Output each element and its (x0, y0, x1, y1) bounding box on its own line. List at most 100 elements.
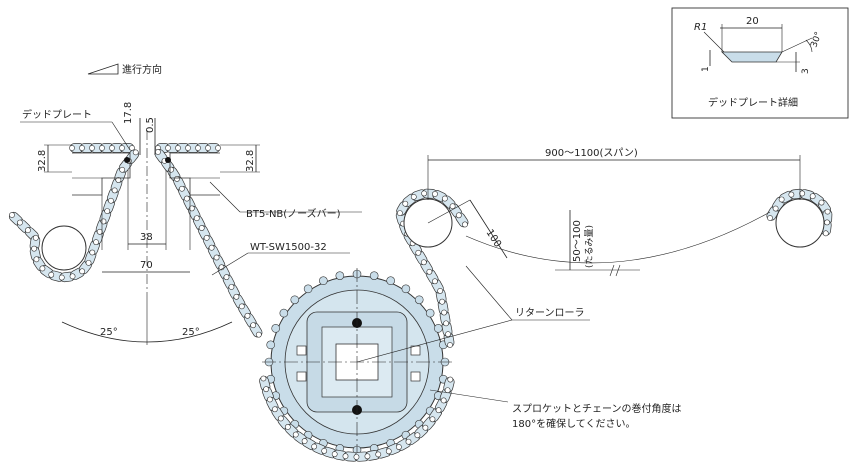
chain-pin (271, 406, 278, 413)
sprocket-tooth (414, 295, 424, 305)
dim-0-5: 0.5 (145, 117, 156, 133)
chain-pin (255, 331, 262, 338)
chain-pin (188, 205, 195, 212)
sprocket-tooth (434, 324, 443, 333)
chain-pin (25, 227, 31, 234)
chain-pin (402, 200, 409, 207)
chain-pin (443, 320, 449, 327)
chain-pin (100, 218, 107, 225)
dim-100: 100 (483, 228, 503, 250)
chain-pin (767, 215, 773, 221)
sprocket-tooth (266, 340, 275, 350)
chain-pin (420, 259, 427, 266)
chain-pin (203, 234, 210, 241)
note-line-2: 180°を確保してください。 (512, 417, 636, 430)
chain-pin (441, 309, 447, 316)
chain-pin (215, 145, 221, 151)
chain-pin (155, 149, 161, 155)
chain-pin (119, 145, 125, 151)
chain-pin (432, 278, 438, 285)
chain-pin (353, 454, 360, 460)
chain-pin (321, 448, 328, 454)
angle-25-left: 25° (100, 327, 118, 338)
sag-sub-label: (たるみ量) (584, 225, 595, 268)
detail-caption: デッドプレート詳細 (708, 96, 798, 109)
chain-pin (195, 145, 201, 151)
chain-pin (342, 453, 349, 460)
chain-pin (772, 205, 779, 212)
chain-pin (250, 322, 257, 329)
chain-pin (788, 191, 795, 198)
nose-bar-frame (72, 152, 220, 250)
chain-pin (799, 190, 806, 197)
chain-pin (96, 228, 103, 235)
chain (8, 143, 833, 462)
dim-70: 70 (140, 260, 153, 271)
dead-plate-detail (671, 7, 849, 119)
dimensions (20, 63, 801, 403)
chain-pin (79, 145, 85, 151)
note-line-1: スプロケットとチェーンの巻付角度は (512, 402, 682, 415)
chain-pin (445, 331, 451, 338)
dim-32-8-left: 32.8 (37, 150, 48, 172)
chain-pin (115, 177, 122, 183)
chain-pin (69, 273, 76, 280)
chain-pin (455, 212, 462, 219)
dim-38: 38 (140, 232, 153, 243)
chain-pin (39, 265, 46, 272)
chain-pin (9, 212, 15, 218)
chain-pin (179, 185, 185, 192)
chain-pin (198, 225, 205, 231)
detail-r1: R1 (694, 22, 707, 33)
return-roller-label: リターンローラ (515, 307, 585, 319)
chain-pin (33, 256, 40, 263)
chain-pin (168, 166, 174, 173)
chain-pin (132, 149, 139, 156)
chain-pin (462, 221, 468, 228)
chain-pin (263, 386, 270, 393)
chain-pin (48, 271, 55, 278)
chain-pin (104, 208, 111, 214)
chain-pin (108, 197, 114, 204)
detail-1: 1 (701, 66, 711, 72)
sprocket-tooth (319, 276, 328, 285)
chain-pin (109, 145, 115, 151)
dim-17-8: 17.8 (123, 102, 134, 124)
chain-pin (441, 195, 448, 202)
chain-pin (244, 312, 251, 319)
sag-label: 50～100 (572, 220, 583, 262)
chain-pin (185, 145, 191, 151)
chain-pin (439, 298, 446, 305)
sprocket-tooth (271, 324, 280, 333)
nose-bar-label: BT5-NB(ノーズバー) (246, 207, 341, 220)
sprocket-tooth (401, 284, 411, 294)
chain-pin (17, 219, 23, 226)
sprocket-label: WT-SW1500-32 (250, 242, 327, 253)
chain-pin (119, 166, 126, 173)
chain-pin (233, 293, 240, 300)
chain-pin (410, 194, 417, 200)
chain-pin (824, 208, 831, 215)
chain-pin (429, 416, 436, 423)
span-label: 900～1100(スパン) (545, 147, 638, 159)
direction-label: 進行方向 (122, 63, 162, 76)
chain-pin (292, 431, 299, 438)
chain-pin (331, 451, 338, 458)
sprocket-tooth (386, 276, 395, 285)
chain-pin (396, 444, 402, 450)
chain-pin (301, 438, 308, 444)
chain-pin (809, 193, 816, 200)
dead-plate-label: デッドプレート (22, 108, 92, 121)
chain-pin (778, 196, 785, 203)
chain-pin (432, 191, 438, 197)
chain-pin (385, 448, 392, 455)
chain-pin (89, 249, 96, 256)
chain-pin (260, 375, 267, 382)
chain-pin (193, 215, 200, 222)
chain-pin (223, 274, 230, 281)
chain-pin (415, 249, 422, 256)
chain-pin (175, 145, 181, 151)
chain-pin (85, 259, 92, 266)
chain-pin (405, 438, 412, 445)
